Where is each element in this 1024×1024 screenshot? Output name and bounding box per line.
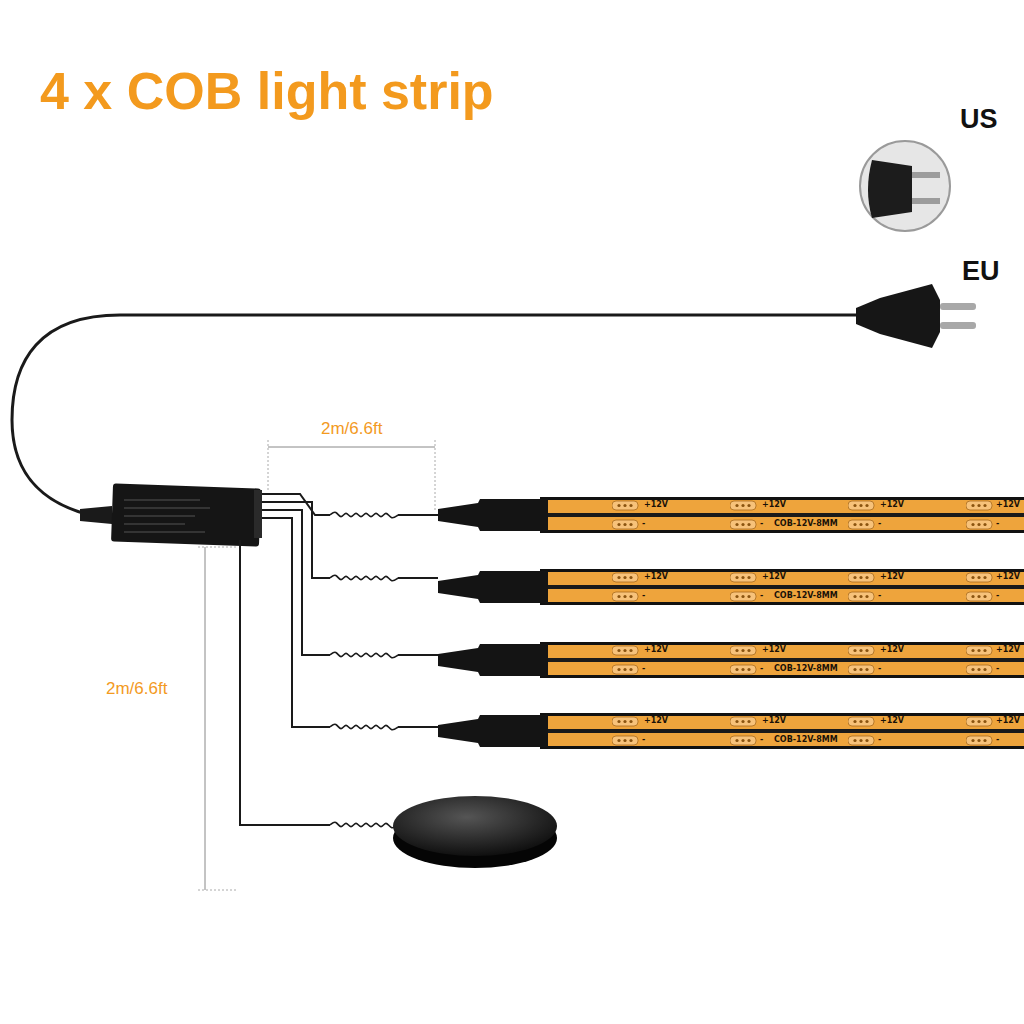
strip-marking: - xyxy=(878,591,881,601)
strip-marking: - xyxy=(996,519,999,529)
controller-box xyxy=(111,483,262,546)
strip-marking: +12V xyxy=(644,500,668,510)
strip-marking: - xyxy=(878,519,881,529)
strip-marking: - xyxy=(760,664,763,674)
us-plug xyxy=(860,141,950,231)
led-pads xyxy=(540,569,1024,605)
strip-marking: - xyxy=(642,664,645,674)
strip-marking: +12V xyxy=(880,572,904,582)
cob-strips xyxy=(438,497,1024,749)
strip-edge xyxy=(540,497,1024,533)
strip-connector xyxy=(438,499,548,531)
strip-marking: +12V xyxy=(880,716,904,726)
plug-label: EU xyxy=(962,256,1000,287)
strip-marking: +12V xyxy=(644,645,668,655)
strip-marking: +12V xyxy=(762,645,786,655)
strip-marking: - xyxy=(760,519,763,529)
strip-marking: +12V xyxy=(996,572,1020,582)
cable-sleeve xyxy=(80,506,112,524)
cob-strip xyxy=(438,497,1024,533)
touch-sensor xyxy=(393,796,557,868)
strip-marking: - xyxy=(642,519,645,529)
dimension-left xyxy=(198,547,238,890)
strip-connector xyxy=(438,571,548,603)
dimension-label: 2m/6.6ft xyxy=(319,419,384,439)
strip-marking: COB-12V-8MM xyxy=(774,664,838,674)
strip-connector xyxy=(438,644,548,676)
wire-coil xyxy=(330,512,398,517)
dimension-top xyxy=(268,440,435,512)
wire-coil xyxy=(330,724,398,729)
strip-marking: COB-12V-8MM xyxy=(774,591,838,601)
strip-edge xyxy=(540,569,1024,605)
eu-plug xyxy=(856,284,976,348)
cob-strip xyxy=(438,713,1024,749)
wire-coils xyxy=(330,512,398,827)
strip-edge xyxy=(540,713,1024,749)
strip-marking: +12V xyxy=(644,572,668,582)
strip-marking: +12V xyxy=(880,645,904,655)
strip-marking: - xyxy=(996,664,999,674)
strip-marking: - xyxy=(878,664,881,674)
dimension-label: 2m/6.6ft xyxy=(104,679,169,699)
cob-strip xyxy=(438,569,1024,605)
wire-coil xyxy=(330,575,398,580)
strip-marking: COB-12V-8MM xyxy=(774,519,838,529)
strip-marking: +12V xyxy=(762,572,786,582)
led-pads xyxy=(540,497,1024,533)
cob-strip xyxy=(438,642,1024,678)
strip-edge xyxy=(540,642,1024,678)
led-pads xyxy=(540,713,1024,749)
strip-marking: +12V xyxy=(762,716,786,726)
led-pads xyxy=(540,642,1024,678)
strip-marking: +12V xyxy=(996,500,1020,510)
strip-marking: - xyxy=(760,735,763,745)
strip-marking: - xyxy=(642,591,645,601)
strip-marking: - xyxy=(996,591,999,601)
plug-label: US xyxy=(960,104,998,135)
strip-marking: +12V xyxy=(996,716,1020,726)
strip-marking: +12V xyxy=(644,716,668,726)
strip-marking: - xyxy=(878,735,881,745)
strip-marking: COB-12V-8MM xyxy=(774,735,838,745)
title: 4 x COB light strip xyxy=(40,62,494,122)
strip-marking: - xyxy=(760,591,763,601)
strip-marking: - xyxy=(996,735,999,745)
strip-marking: +12V xyxy=(996,645,1020,655)
strip-marking: - xyxy=(642,735,645,745)
wire-coil xyxy=(330,822,398,827)
strip-wires xyxy=(240,494,438,825)
strip-marking: +12V xyxy=(762,500,786,510)
wire-coil xyxy=(330,652,398,657)
strip-connector xyxy=(438,715,548,747)
strip-marking: +12V xyxy=(880,500,904,510)
